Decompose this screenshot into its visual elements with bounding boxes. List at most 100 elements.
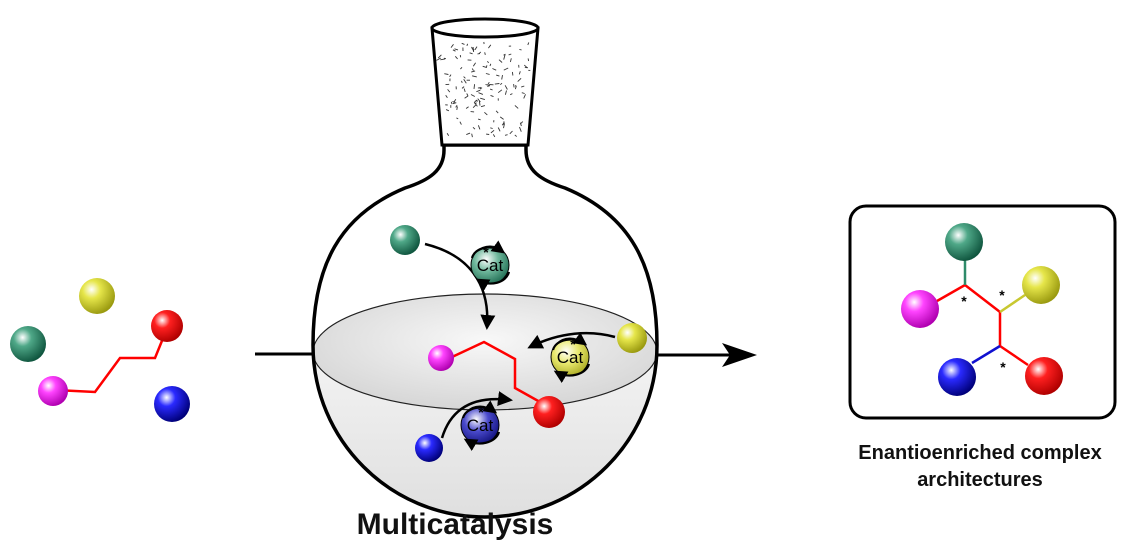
frost-dash [477, 118, 481, 121]
frost-dash [501, 75, 503, 80]
product-caption-line1: Enantioenriched complex [858, 442, 1102, 464]
reaction-contents: Cat * Cat * Cat * [390, 225, 647, 462]
frost-dash [473, 99, 478, 103]
reactant-blue-sphere [154, 386, 190, 422]
frost-dash [459, 121, 462, 125]
product-caption: Enantioenriched complex architectures [800, 440, 1133, 494]
frost-dash [478, 92, 484, 95]
blue-catalyst-label: Cat [467, 416, 494, 435]
frost-dash [452, 49, 456, 52]
frost-dash [456, 117, 459, 120]
frost-dash [472, 62, 476, 67]
frost-dash [471, 70, 476, 73]
frost-dash [488, 44, 492, 49]
green-catalyst-star: * [483, 244, 489, 260]
frost-dash [456, 106, 458, 110]
frost-dash [460, 67, 463, 70]
frost-dash [487, 60, 489, 64]
frost-dash [523, 94, 526, 99]
frost-dash [480, 105, 486, 108]
frost-dash [471, 68, 474, 71]
product-blue-sphere [938, 358, 976, 396]
frost-dash [499, 116, 504, 120]
frost-dash [475, 100, 479, 102]
frost-dash [461, 80, 463, 83]
frost-dash [503, 53, 506, 56]
reactant-red-sphere [151, 310, 183, 342]
frost-dash [515, 85, 517, 88]
frost-dash [450, 44, 454, 48]
frost-dash [509, 93, 513, 96]
frost-dash [472, 104, 477, 109]
reactants-group [10, 278, 190, 422]
frost-dash [517, 77, 522, 82]
frost-dash [504, 85, 508, 90]
product-red-sphere [1025, 357, 1063, 395]
frost-dash [480, 97, 486, 101]
frost-dash [492, 68, 497, 71]
flask-liquid-surface [313, 293, 657, 411]
frost-dash [496, 74, 500, 77]
frost-dash [477, 98, 481, 103]
yellow-catalyst-cycle-2 [553, 363, 591, 384]
frost-dash [514, 105, 519, 109]
frost-dash [489, 63, 492, 67]
frost-dash [443, 57, 447, 60]
reactant-yellow-sphere [79, 278, 115, 314]
frost-dash [485, 65, 488, 69]
product-blue-bond [971, 344, 1001, 365]
frost-dash [495, 110, 499, 114]
frost-dash [453, 98, 457, 103]
frost-dash [519, 126, 522, 132]
flask-outline [311, 145, 659, 519]
frost-dash [519, 48, 522, 51]
frost-dash [487, 85, 490, 87]
reactant-magenta-sphere [38, 376, 68, 406]
flask-chain-bond [451, 340, 541, 404]
frost-dash [466, 43, 469, 47]
frost-dash [436, 57, 442, 61]
frost-dash [440, 58, 446, 61]
frost-dash [463, 88, 466, 93]
frost-dash [494, 83, 500, 85]
frost-dash [474, 102, 477, 105]
blue-catalyst-star: * [478, 404, 484, 420]
joint-frosting [436, 41, 531, 138]
frost-dash [521, 85, 525, 88]
frost-dash [490, 94, 494, 98]
frost-dash [521, 92, 525, 94]
frost-dash [455, 104, 458, 108]
product-stereo-mark-3: * [1000, 359, 1006, 375]
product-stereo-mark-1: * [961, 293, 967, 309]
yellow-catalyst-cycle [551, 332, 588, 351]
green-catalyst-cycle [470, 240, 506, 259]
blue-catalyst-cycle [461, 400, 498, 419]
frost-dash [497, 89, 503, 94]
blue-catalyst-cycle-2 [463, 431, 501, 452]
joint-rim [430, 17, 540, 39]
frost-dash [498, 59, 503, 63]
frost-dash [490, 127, 493, 129]
frost-dash [485, 73, 490, 75]
output-arrow-head [722, 343, 757, 367]
frost-dash [482, 65, 487, 68]
frost-dash [476, 89, 481, 93]
frost-dash [478, 101, 481, 106]
frost-dash [472, 126, 476, 130]
yellow-catalyst-label: Cat [557, 348, 584, 367]
frost-dash [519, 122, 522, 127]
frost-dash [527, 42, 530, 46]
frost-dash [473, 84, 476, 89]
frost-dash [487, 81, 490, 85]
frost-dash [489, 88, 493, 91]
magenta-sphere-in-flask [428, 345, 454, 371]
frost-dash [445, 94, 448, 99]
frost-dash [490, 129, 495, 134]
product-stereo-mark-2: * [999, 287, 1005, 303]
frost-dash [503, 67, 509, 71]
frost-dash [471, 133, 473, 138]
frost-dash [523, 64, 528, 69]
frost-dash [471, 75, 477, 78]
frost-dash [449, 74, 452, 77]
